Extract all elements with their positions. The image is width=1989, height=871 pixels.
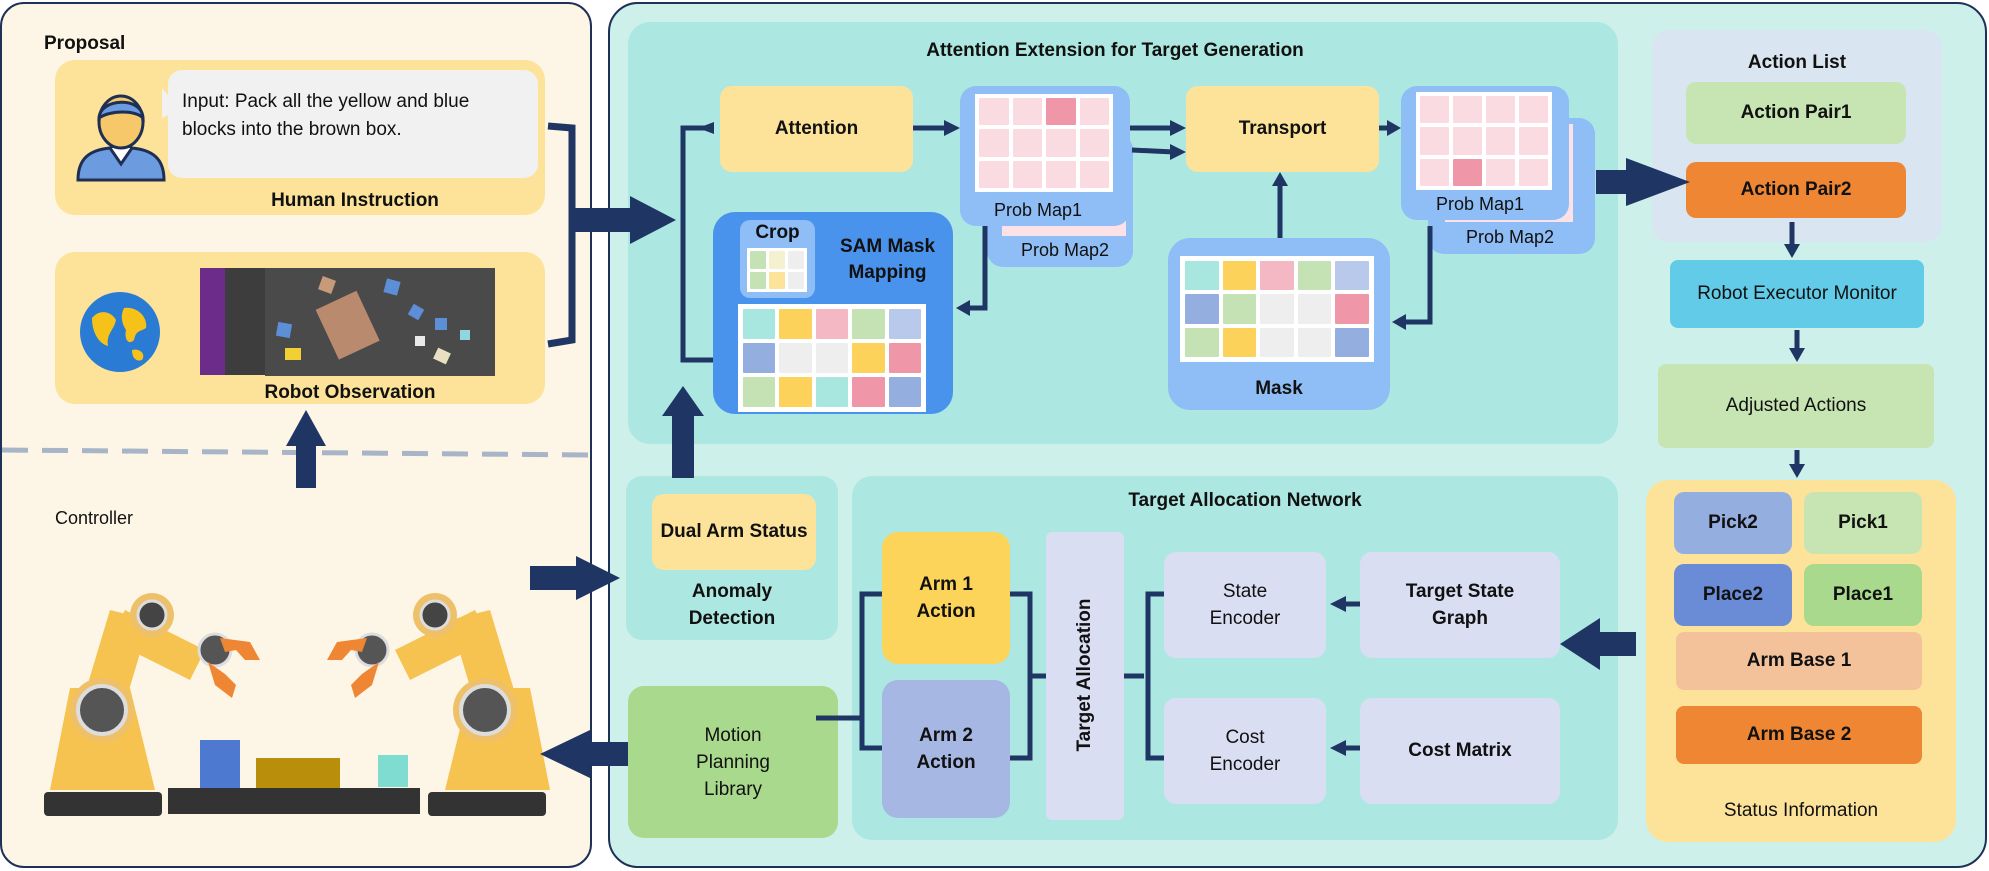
action-list-title: Action List bbox=[1747, 52, 1847, 73]
adjusted-actions-box: Adjusted Actions bbox=[1658, 364, 1934, 448]
anomaly-detection-label: Anomaly Detection bbox=[688, 581, 776, 629]
robot-executor-monitor-box: Robot Executor Monitor bbox=[1670, 260, 1924, 328]
transport-box: Transport bbox=[1186, 86, 1379, 172]
cost-matrix-box: Cost Matrix bbox=[1360, 698, 1560, 804]
sam-mask-grid bbox=[738, 304, 926, 412]
arm1-action-box: Arm 1 Action bbox=[882, 532, 1010, 664]
globe-icon bbox=[80, 292, 160, 372]
crop-label: Crop bbox=[755, 222, 800, 243]
action-pair1-box: Action Pair1 bbox=[1686, 82, 1906, 144]
pick1-box: Pick1 bbox=[1804, 492, 1922, 554]
proposal-title: Proposal bbox=[44, 33, 126, 54]
pick2-box: Pick2 bbox=[1674, 492, 1792, 554]
arm-base2-box: Arm Base 2 bbox=[1676, 706, 1922, 764]
dual-arm-status-box: Dual Arm Status bbox=[652, 494, 816, 570]
observation-image bbox=[265, 268, 495, 376]
status-information-label: Status Information bbox=[1723, 800, 1879, 821]
controller-label: Controller bbox=[55, 508, 134, 528]
motion-planning-library-box: Motion Planning Library bbox=[628, 686, 838, 838]
mask-grid bbox=[1180, 256, 1374, 362]
mask-label: Mask bbox=[1255, 378, 1303, 399]
prob-map1-b-grid bbox=[1416, 92, 1552, 190]
state-encoder-box: State Encoder bbox=[1164, 552, 1326, 658]
prob-map2-label: Prob Map2 bbox=[1020, 240, 1110, 260]
action-pair2-box: Action Pair2 bbox=[1686, 162, 1906, 218]
robot-observation-label: Robot Observation bbox=[264, 382, 436, 403]
target-allocation-box bbox=[1046, 532, 1124, 820]
person-icon bbox=[76, 88, 180, 182]
attention-section-title: Attention Extension for Target Generatio… bbox=[926, 40, 1304, 61]
prob-map1-grid bbox=[975, 94, 1113, 192]
prob-map2-b-label: Prob Map2 bbox=[1465, 227, 1555, 247]
arm2-action-box: Arm 2 Action bbox=[882, 680, 1010, 818]
instruction-bubble: Input: Pack all the yellow and blue bloc… bbox=[168, 70, 538, 178]
prob-map1-b-label: Prob Map1 bbox=[1435, 194, 1525, 214]
prob-map1-label: Prob Map1 bbox=[993, 200, 1083, 220]
place1-box: Place1 bbox=[1804, 564, 1922, 626]
crop-grid bbox=[747, 248, 807, 292]
arm-base1-box: Arm Base 1 bbox=[1676, 632, 1922, 690]
robot-arms-illustration bbox=[44, 593, 550, 816]
human-instruction-label: Human Instruction bbox=[271, 190, 439, 211]
place2-box: Place2 bbox=[1674, 564, 1792, 626]
target-state-graph-box: Target State Graph bbox=[1360, 552, 1560, 658]
sam-mask-label: SAM Mask Mapping bbox=[839, 236, 936, 283]
attention-box: Attention bbox=[720, 86, 913, 172]
cost-encoder-box: Cost Encoder bbox=[1164, 698, 1326, 804]
target-allocation-title: Target Allocation Network bbox=[1128, 490, 1362, 511]
